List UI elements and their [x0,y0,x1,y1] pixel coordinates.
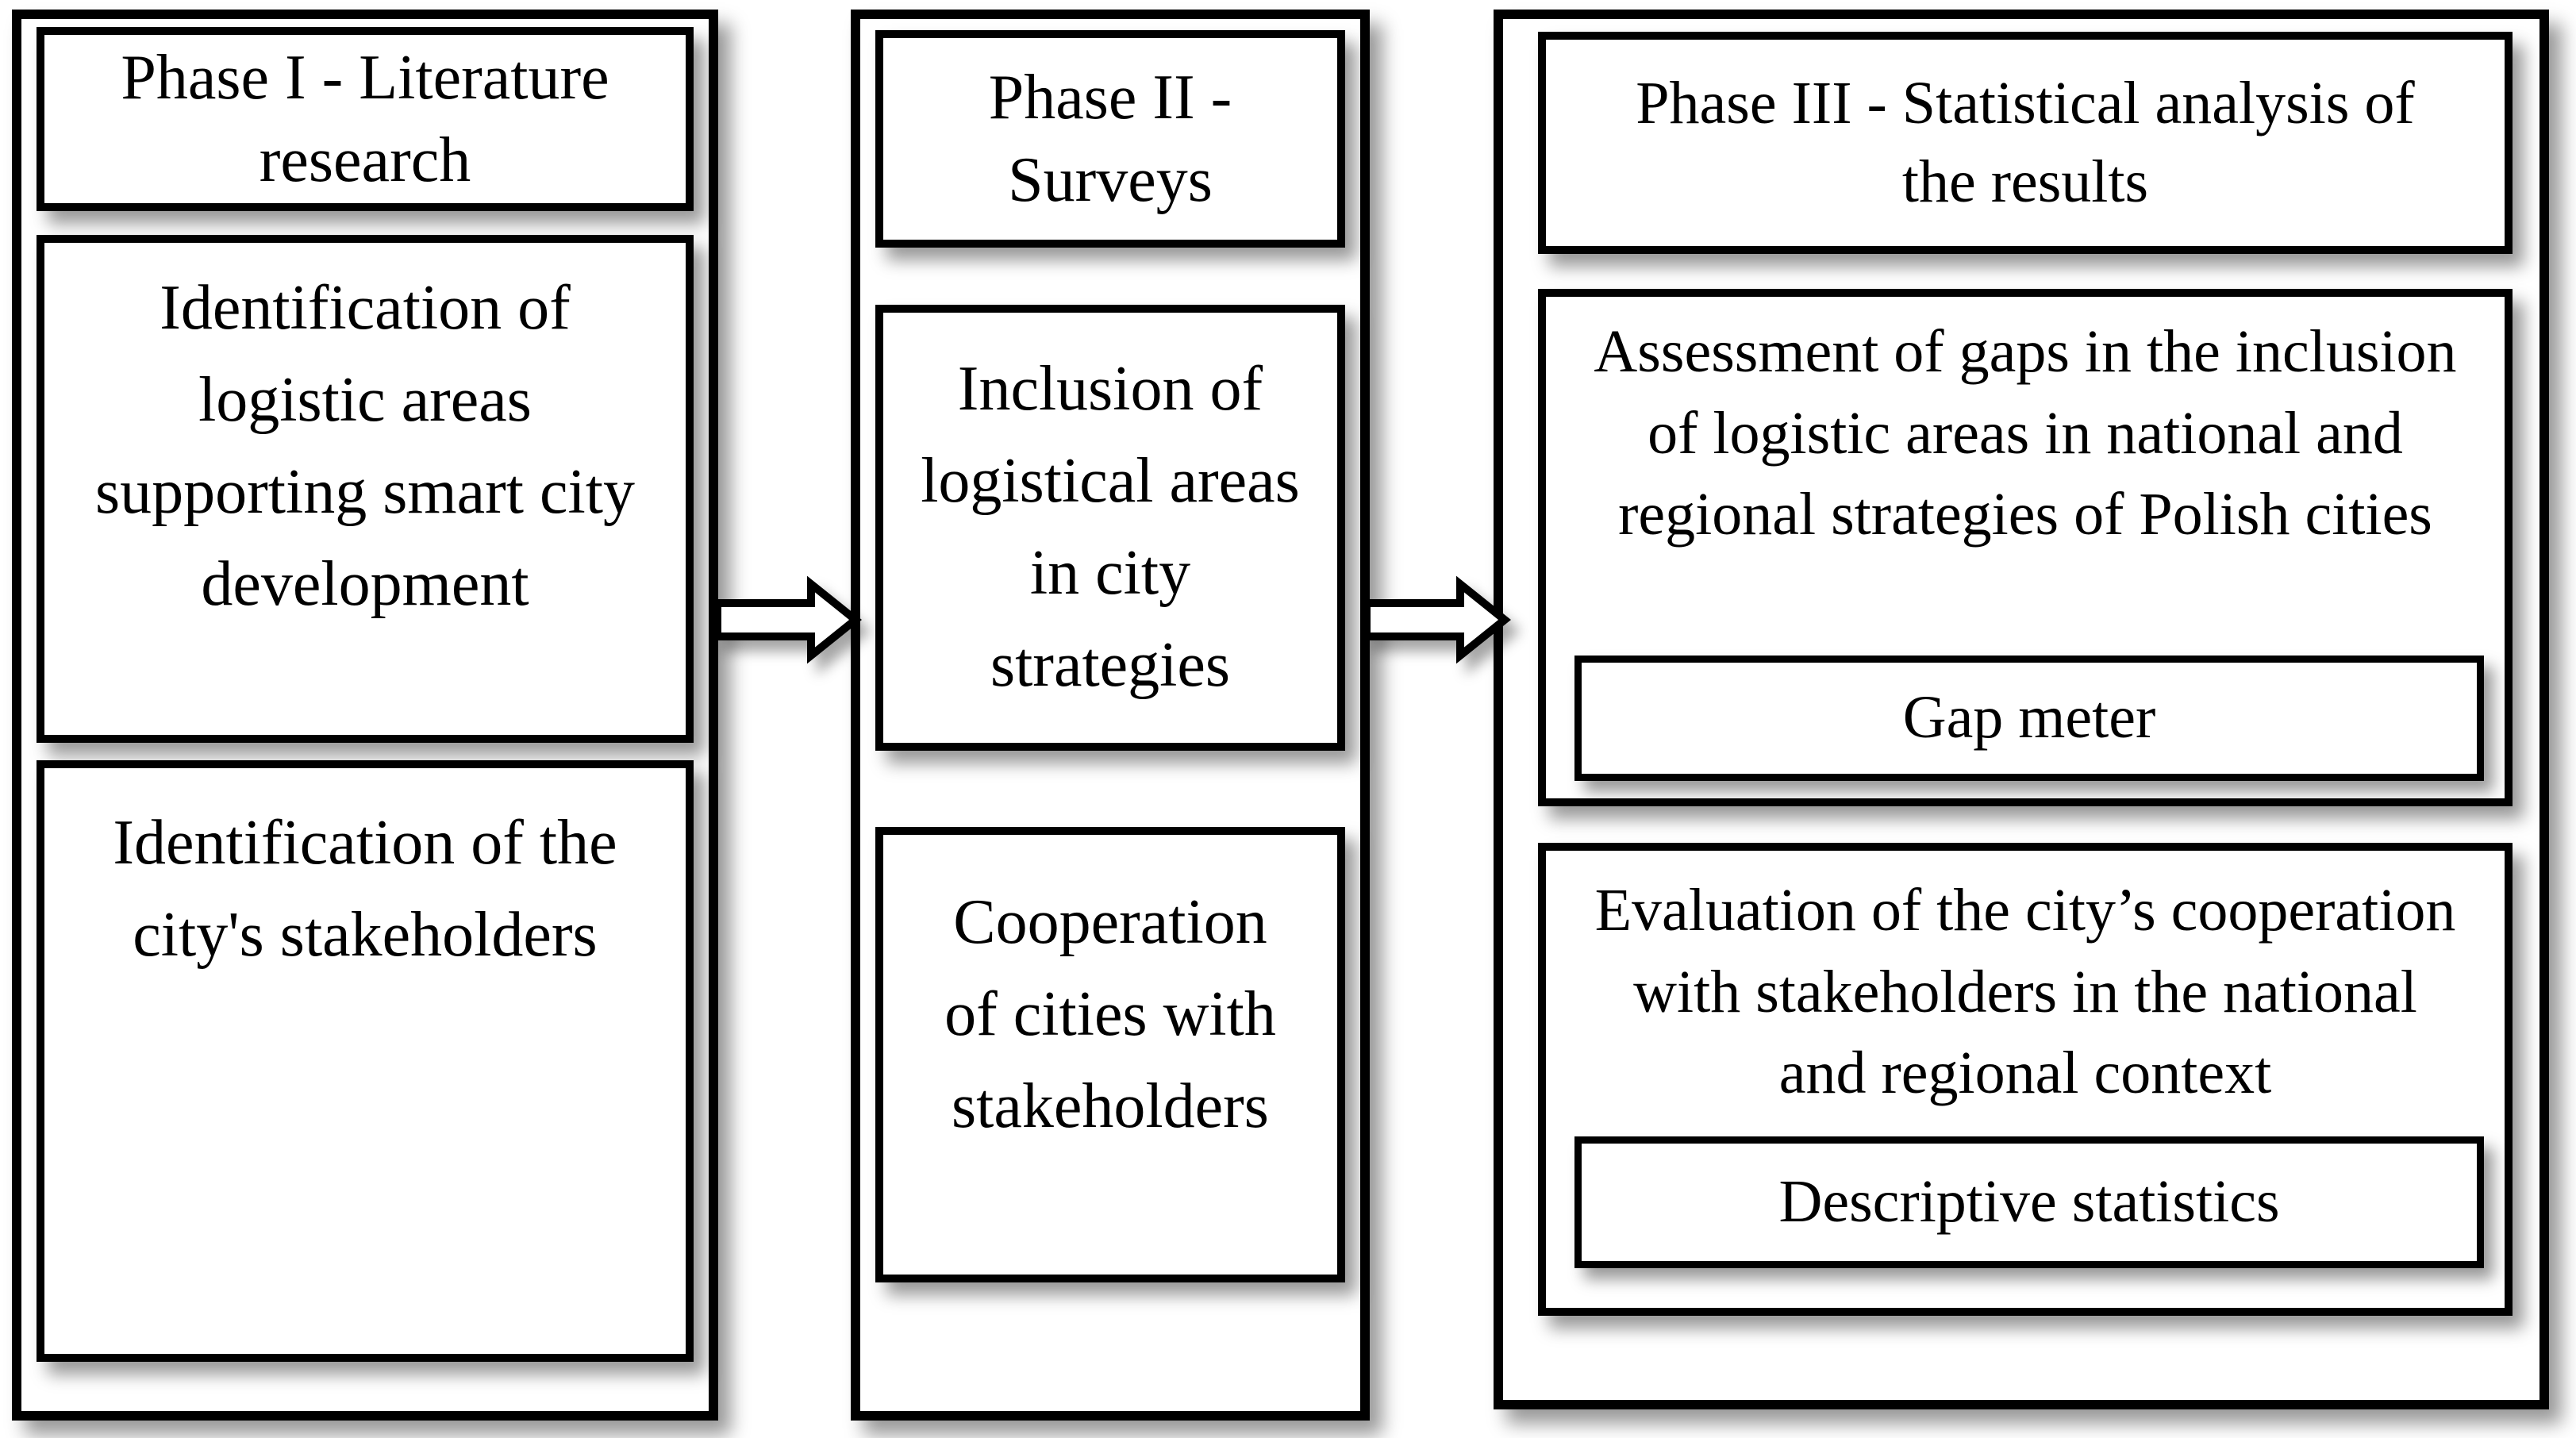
phase-2-header: Phase II - Surveys [875,30,1345,248]
cities-cooperation-box: Cooperation of cities with stakeholders [875,827,1345,1282]
descriptive-statistics-label: Descriptive statistics [1778,1168,2280,1236]
logistical-areas-inclusion-text: Inclusion of logistical areas in city st… [921,354,1300,700]
gaps-assessment-text: Assessment of gaps in the inclusion of l… [1594,318,2457,548]
right-arrow-icon [714,575,862,664]
logistic-areas-identification-box: Identification of logistic areas support… [37,235,694,743]
right-arrow-shape [714,575,862,664]
phase-1-panel: Phase I - Literature research Identifica… [12,10,718,1421]
gap-meter-box: Gap meter [1574,656,2484,781]
right-arrow-icon [1363,575,1511,664]
gap-meter-label: Gap meter [1902,684,2156,752]
stakeholders-identification-box: Identification of the city's stakeholder… [37,760,694,1362]
cooperation-evaluation-box: Evaluation of the city’s cooperation wit… [1538,843,2513,1316]
logistic-areas-identification-text: Identification of logistic areas support… [95,273,635,619]
logistical-areas-inclusion-box: Inclusion of logistical areas in city st… [875,305,1345,751]
phase-3-header-text: Phase III - Statistical analysis of the … [1636,70,2415,215]
phase-3-header: Phase III - Statistical analysis of the … [1538,32,2513,254]
phase-2-header-text: Phase II - Surveys [988,63,1232,215]
right-arrow-shape [1363,575,1511,664]
phase-2-panel: Phase II - Surveys Inclusion of logistic… [851,10,1370,1421]
phase-1-header-text: Phase I - Literature research [121,43,609,195]
gaps-assessment-box: Assessment of gaps in the inclusion of l… [1538,289,2513,806]
stakeholders-identification-text: Identification of the city's stakeholder… [113,808,617,970]
phase-1-header: Phase I - Literature research [37,27,694,211]
phase-3-panel: Phase III - Statistical analysis of the … [1494,10,2549,1409]
descriptive-statistics-box: Descriptive statistics [1574,1136,2484,1268]
cooperation-evaluation-text: Evaluation of the city’s cooperation wit… [1594,877,2456,1107]
cities-cooperation-text: Cooperation of cities with stakeholders [944,887,1276,1141]
